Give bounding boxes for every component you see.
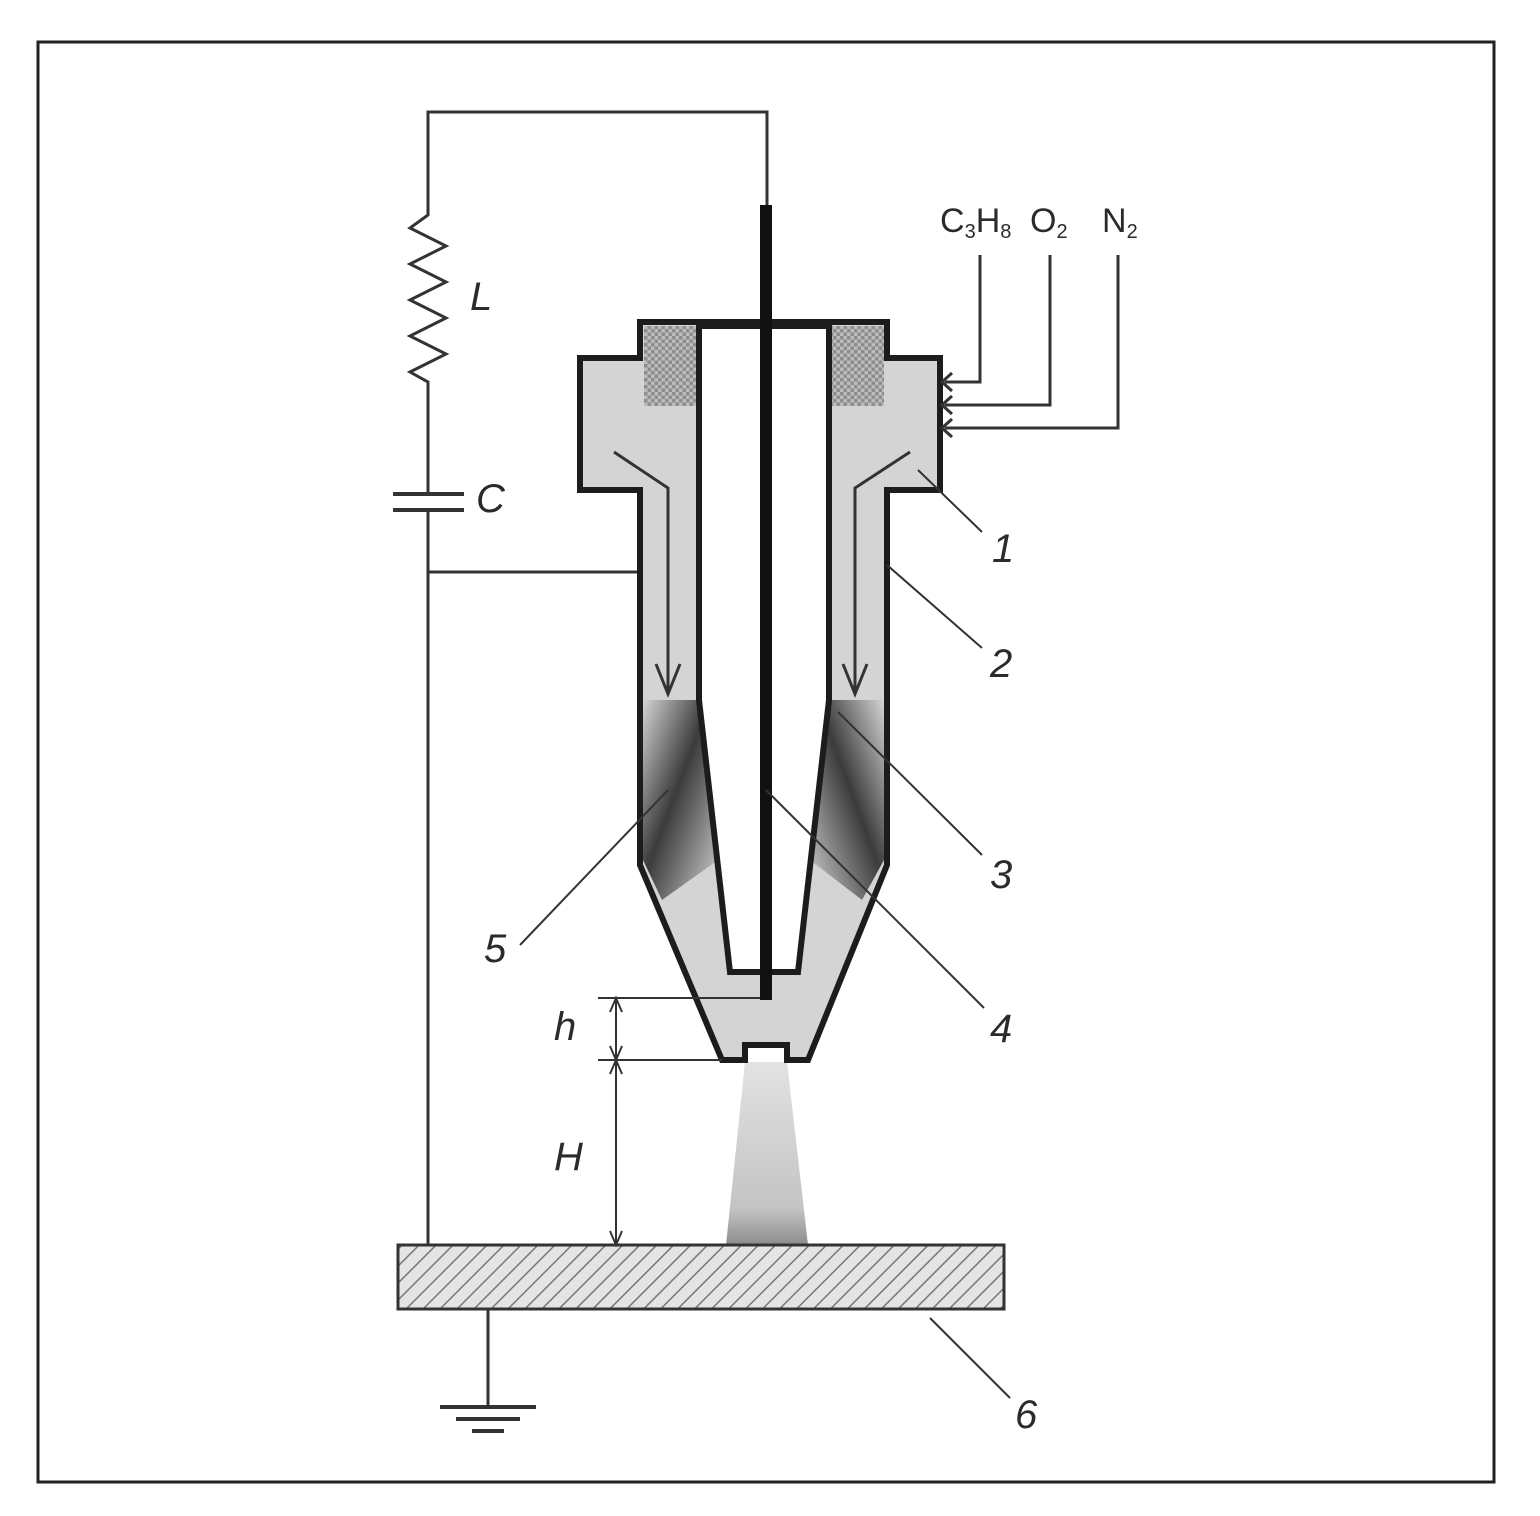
heating-zone-left [643,700,718,900]
label-part-2: 2 [989,642,1012,686]
label-part-6: 6 [1015,1393,1038,1437]
label-part-4: 4 [990,1007,1012,1051]
circuit [393,110,769,1433]
label-inductor: L [470,275,492,319]
label-part-1: 1 [992,527,1014,571]
heating-zone-right [810,700,884,900]
inductor-coil [406,205,450,480]
label-part-5: 5 [484,927,507,971]
insulator-left [644,326,696,406]
workpiece [396,1243,1006,1311]
central-electrode [760,205,772,1000]
leader-lines [519,469,1011,1399]
insulator-right [832,326,884,406]
gas-label-oxygen: O2 [1030,202,1068,243]
label-h: h [554,1005,576,1049]
plasma-jet [726,1062,808,1245]
gas-flow-arrows [613,450,911,699]
ground-icon [440,1405,536,1433]
gas-label-propane: C3H8 [940,202,1011,243]
label-part-3: 3 [990,853,1012,897]
gas-inlets [939,255,1120,439]
label-capacitor: C [476,477,506,521]
gas-label-nitrogen: N2 [1102,202,1138,243]
label-H: H [554,1135,583,1179]
dimension-lines [598,995,760,1248]
